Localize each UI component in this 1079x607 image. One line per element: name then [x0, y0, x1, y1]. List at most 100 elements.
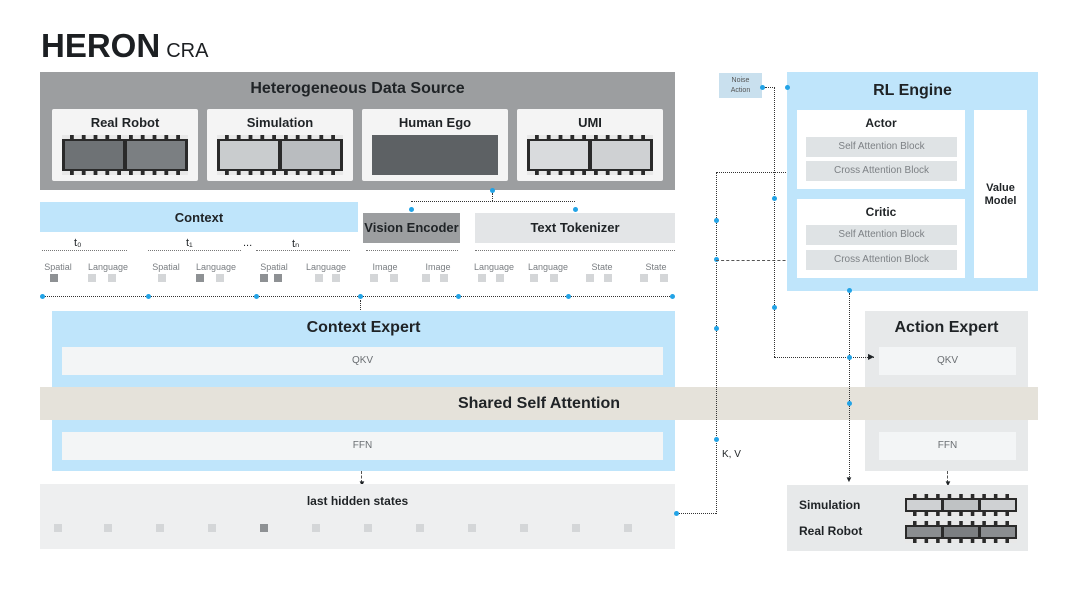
- connector-dot: [714, 326, 719, 331]
- context-title: Context: [174, 210, 224, 225]
- connector-dot: [847, 288, 852, 293]
- token: [416, 524, 424, 532]
- connector-dot: [847, 401, 852, 406]
- action-connector-line: [849, 293, 850, 479]
- token-label: Spatial: [44, 262, 72, 272]
- connector-dot: [760, 85, 765, 90]
- token-label: Image: [425, 262, 451, 272]
- token: [660, 274, 668, 282]
- token-label: Image: [372, 262, 398, 272]
- hidden-token-row: [50, 522, 670, 534]
- hidden-states-panel: [40, 484, 675, 549]
- data-card-real-robot: Real Robot: [52, 109, 198, 181]
- token: [364, 524, 372, 532]
- token: [312, 524, 320, 532]
- value-model-box: Value Model: [974, 110, 1027, 278]
- connector-dot: [772, 196, 777, 201]
- arrow-head-icon: ▶: [868, 352, 875, 361]
- token-row: [40, 272, 680, 286]
- data-card-human-ego: Human Ego: [362, 109, 508, 181]
- simulation-film-strip: [905, 494, 1017, 516]
- token-label: State: [645, 262, 667, 272]
- card-label: UMI: [578, 115, 602, 130]
- critic-kv-line: [716, 260, 806, 261]
- token: [520, 524, 528, 532]
- token: [390, 274, 398, 282]
- action-expert-title: Action Expert: [894, 319, 999, 336]
- data-source-title: Heterogeneous Data Source: [250, 80, 465, 97]
- actor-title: Actor: [865, 116, 897, 130]
- token-label: Spatial: [260, 262, 288, 272]
- token: [315, 274, 323, 282]
- shared-attention-bar: [40, 387, 1038, 420]
- actor-cross-attention-block: Cross Attention Block: [806, 161, 957, 181]
- token-group-bracket: [366, 250, 458, 251]
- timestep-label: t₁: [186, 237, 193, 249]
- token: [640, 274, 648, 282]
- connector-dot: [490, 188, 495, 193]
- token: [624, 524, 632, 532]
- connector-dot: [40, 294, 45, 299]
- context-qkv-block: QKV: [62, 347, 663, 375]
- token: [108, 274, 116, 282]
- film-strip-image: [62, 135, 188, 175]
- context-bar: [40, 202, 358, 232]
- token: [572, 524, 580, 532]
- noise-action-line: Noise: [731, 77, 750, 84]
- card-label: Human Ego: [398, 115, 472, 130]
- ego-image: [372, 135, 498, 175]
- token-label: Language: [474, 262, 515, 272]
- connector-dot: [847, 355, 852, 360]
- connector-line: [360, 300, 361, 312]
- arrow-head-icon: ▼: [944, 479, 952, 488]
- token-group-bracket: [256, 250, 350, 251]
- connector-line: [492, 193, 493, 201]
- hidden-states-title: last hidden states: [306, 494, 409, 508]
- arrow-head-icon: ▼: [358, 480, 366, 488]
- token-group-bracket: [42, 250, 127, 251]
- data-card-simulation: Simulation: [207, 109, 353, 181]
- connector-dot: [714, 437, 719, 442]
- token: [54, 524, 62, 532]
- token: [496, 274, 504, 282]
- token: [550, 274, 558, 282]
- token-label: Language: [306, 262, 347, 272]
- token: [440, 274, 448, 282]
- kv-connector-line: [679, 513, 716, 514]
- token: [260, 524, 268, 532]
- rl-engine-title: RL Engine: [873, 82, 952, 99]
- connector-dot: [146, 294, 151, 299]
- value-model-line: Value: [986, 182, 1015, 194]
- connector-dot: [714, 218, 719, 223]
- output-real-robot-label: Real Robot: [799, 524, 863, 538]
- context-expert-title: Context Expert: [306, 319, 421, 336]
- connector-dot: [785, 85, 790, 90]
- card-label: Real Robot: [90, 115, 160, 130]
- token: [260, 274, 268, 282]
- connector-dot: [409, 207, 414, 212]
- action-ffn-block: FFN: [879, 432, 1016, 460]
- token: [332, 274, 340, 282]
- token: [196, 274, 204, 282]
- token-group-bracket: [148, 250, 241, 251]
- noise-action-line: Action: [730, 87, 751, 94]
- noise-connector-line: [774, 357, 874, 358]
- kv-connector-line: [716, 172, 806, 173]
- timestep-label: t₀: [74, 237, 82, 249]
- critic-title: Critic: [865, 205, 897, 219]
- connector-dot: [674, 511, 679, 516]
- connector-dot: [358, 294, 363, 299]
- connector-line: [361, 471, 362, 483]
- card-label: Simulation: [246, 115, 314, 130]
- token: [158, 274, 166, 282]
- kv-connector-line: [716, 172, 717, 514]
- connector-line: [947, 471, 948, 483]
- connector-dot: [670, 294, 675, 299]
- data-card-umi: UMI: [517, 109, 663, 181]
- action-qkv-block: QKV: [879, 347, 1016, 375]
- vision-encoder-box: Vision Encoder: [363, 213, 460, 243]
- noise-connector-line: [774, 87, 775, 357]
- token-label: Language: [88, 262, 129, 272]
- output-simulation-label: Simulation: [799, 498, 861, 512]
